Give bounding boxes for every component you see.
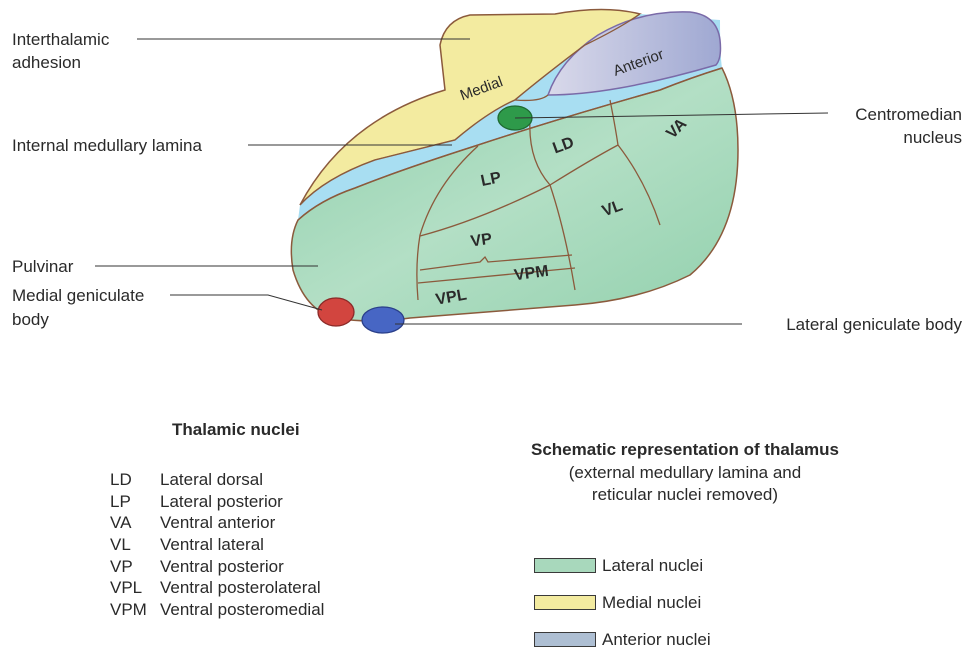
region-label-ld: LD <box>551 134 577 157</box>
abbreviation-item: LD Lateral dorsal <box>110 469 324 491</box>
abbreviation-name: Lateral posterior <box>160 491 283 511</box>
legend-title: Schematic representation of thalamus <box>531 440 839 459</box>
abbreviation-code: VP <box>110 556 133 576</box>
abbreviation-code: LP <box>110 491 131 511</box>
abbreviation-item: VPL Ventral posterolateral <box>110 577 324 599</box>
region-label-vl: VL <box>600 197 625 220</box>
abbreviation-name: Ventral lateral <box>160 535 264 555</box>
label-lateral-geniculate-body: Lateral geniculate body <box>786 315 962 334</box>
region-label-vp: VP <box>470 231 494 251</box>
abbreviation-name: Ventral posterior <box>160 556 284 576</box>
label-internal-medullary-lamina: Internal medullary lamina <box>12 136 202 155</box>
legend-label-lateral: Lateral nuclei <box>602 555 704 575</box>
legend-subtitle: (external medullary lamina and reticular… <box>485 462 885 506</box>
legend-item-anterior: Anterior nuclei <box>534 621 711 658</box>
label-centromedian-line2: nucleus <box>903 128 962 147</box>
legend-swatch-lateral <box>534 558 596 573</box>
anterior-nuclei-region <box>546 11 722 96</box>
abbreviation-item: VA Ventral anterior <box>110 512 324 534</box>
region-label-vpl: VPL <box>434 286 468 308</box>
lamina-lower-edge <box>297 67 723 221</box>
legend-label-medial: Medial nuclei <box>602 592 702 612</box>
label-pulvinar: Pulvinar <box>12 257 74 276</box>
legend-swatch-medial <box>534 595 596 610</box>
abbreviations-title: Thalamic nuclei <box>172 420 300 439</box>
abbreviation-code: VL <box>110 535 131 555</box>
legend-subtitle-line2: reticular nuclei removed) <box>591 485 779 504</box>
label-medial-geniculate-line2: body <box>12 310 49 329</box>
region-label-vpm: VPM <box>513 263 550 285</box>
legend-item-medial: Medial nuclei <box>534 584 711 621</box>
label-interthalamic-adhesion-line2: adhesion <box>12 53 81 72</box>
abbreviation-name: Ventral posteromedial <box>160 600 325 620</box>
lamina-upper-edge <box>299 13 641 206</box>
medial-geniculate-body <box>317 297 355 327</box>
abbreviation-name: Ventral posterolateral <box>160 578 321 598</box>
leader-lines <box>95 38 829 325</box>
region-label-lp: LP <box>479 169 503 190</box>
abbreviation-item: LP Lateral posterior <box>110 491 324 513</box>
abbreviation-code: VA <box>110 513 132 533</box>
abbreviation-code: LD <box>110 470 132 489</box>
abbreviation-name: Lateral dorsal <box>160 470 264 489</box>
abbreviation-item: VP Ventral posterior <box>110 556 324 578</box>
abbreviation-code: VPL <box>110 578 143 598</box>
lamina-branch <box>514 94 549 102</box>
abbreviation-item: VL Ventral lateral <box>110 534 324 556</box>
abbreviation-item: VPM Ventral posteromedial <box>110 599 324 621</box>
label-centromedian-line1: Centromedian <box>855 105 962 124</box>
legend-item-lateral: Lateral nuclei <box>534 547 711 584</box>
legend: Lateral nuclei Medial nuclei Anterior nu… <box>534 547 711 658</box>
legend-label-anterior: Anterior nuclei <box>602 629 711 649</box>
abbreviation-code: VPM <box>110 600 147 620</box>
abbreviation-name: Ventral anterior <box>160 513 276 533</box>
label-interthalamic-adhesion-line1: Interthalamic <box>12 30 110 49</box>
legend-subtitle-line1: (external medullary lamina and <box>568 463 802 482</box>
label-medial-geniculate-line1: Medial geniculate <box>12 286 144 305</box>
lateral-geniculate-body <box>361 306 405 334</box>
nucleus-boundaries <box>416 99 661 301</box>
